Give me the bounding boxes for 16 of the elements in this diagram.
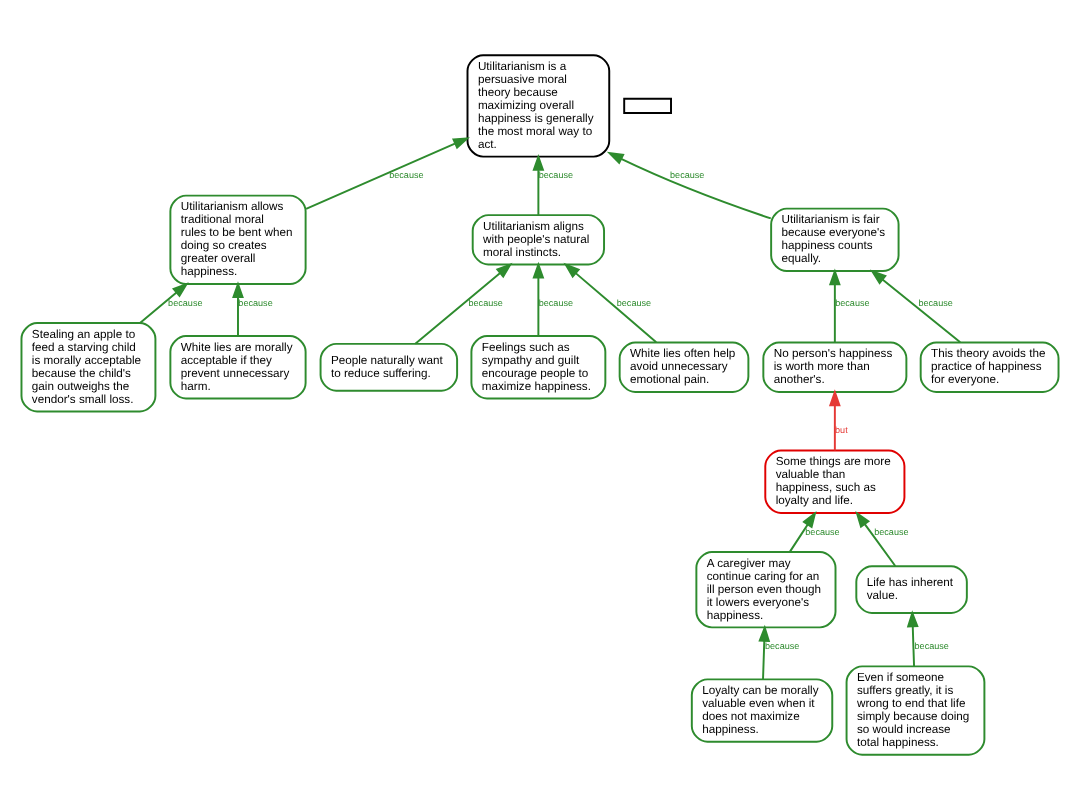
arrow	[758, 624, 771, 681]
arrow	[828, 389, 841, 452]
arrow	[532, 261, 545, 337]
arrow	[789, 511, 817, 553]
arrow	[305, 137, 470, 210]
arrow	[532, 153, 545, 216]
arrow	[606, 151, 772, 220]
arrow	[139, 282, 189, 324]
arrow	[906, 610, 919, 667]
arrow	[232, 281, 244, 337]
arrow	[870, 269, 962, 344]
node-box	[623, 97, 672, 115]
arrow	[563, 262, 658, 344]
arrow	[828, 268, 841, 344]
arrow	[855, 511, 897, 567]
arrow	[414, 262, 513, 345]
